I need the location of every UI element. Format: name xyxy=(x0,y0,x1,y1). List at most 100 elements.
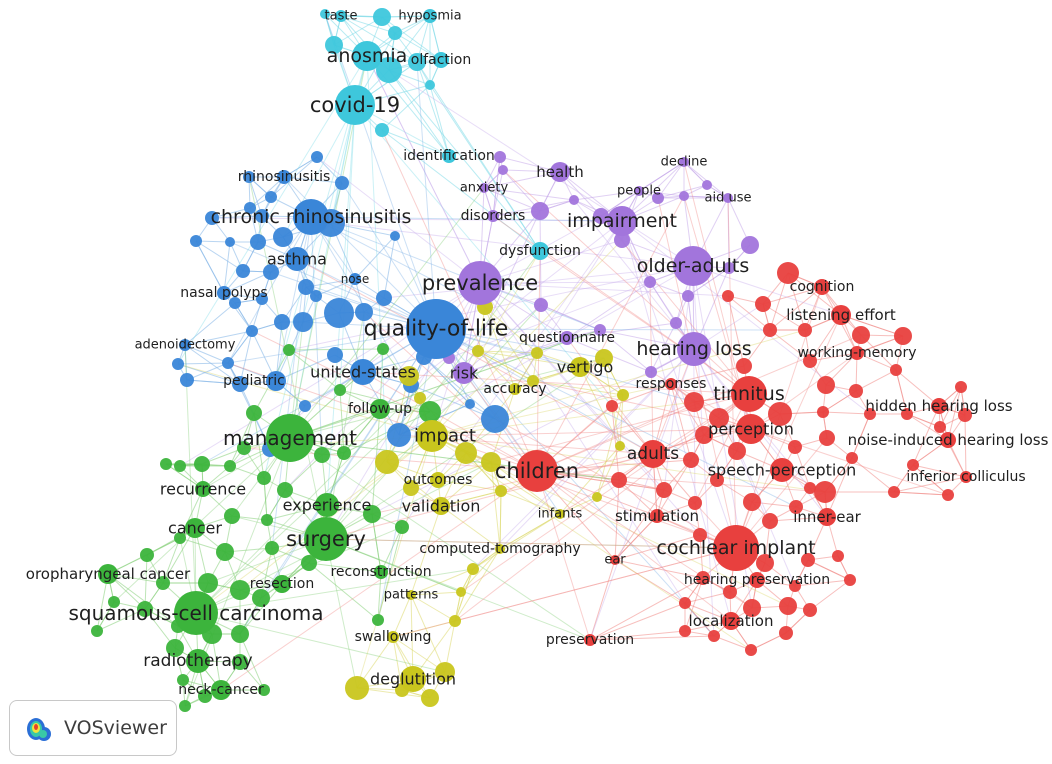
node-olfaction[interactable] xyxy=(433,52,449,68)
node-quality-of-life[interactable] xyxy=(406,299,466,359)
node-resection[interactable] xyxy=(273,575,291,593)
node-localization[interactable] xyxy=(722,612,740,630)
network-node-dot xyxy=(198,689,212,703)
network-edge xyxy=(239,633,265,691)
node-inferior-colliculus[interactable] xyxy=(960,471,972,483)
network-node-dot xyxy=(246,405,262,421)
node-anosmia[interactable] xyxy=(352,41,382,71)
network-node-dot xyxy=(495,485,507,497)
node-chronic-rhinosinusitis[interactable] xyxy=(293,199,329,235)
network-edge xyxy=(289,104,356,439)
node-swallowing[interactable] xyxy=(387,631,399,643)
node-nose[interactable] xyxy=(349,273,361,285)
node-dysfunction[interactable] xyxy=(531,242,549,260)
node-ear[interactable] xyxy=(610,555,620,565)
node-pediatric[interactable] xyxy=(266,371,286,391)
node-adults[interactable] xyxy=(639,440,667,468)
node-listening-effort[interactable] xyxy=(831,305,851,325)
node-oropharyngeal-cancer[interactable] xyxy=(98,564,118,584)
network-node-dot xyxy=(679,191,689,201)
node-deglutition[interactable] xyxy=(400,666,426,692)
network-edge xyxy=(423,356,471,405)
network-edge xyxy=(392,620,456,638)
node-hyposmia[interactable] xyxy=(423,9,437,23)
node-identification[interactable] xyxy=(442,149,456,163)
node-nasal-polyps[interactable] xyxy=(217,286,231,300)
node-hearing-preservation[interactable] xyxy=(749,572,765,588)
network-edge xyxy=(463,304,542,374)
node-impact[interactable] xyxy=(416,420,448,452)
node-cognition[interactable] xyxy=(814,279,830,295)
node-accuracy[interactable] xyxy=(509,383,521,395)
node-experience[interactable] xyxy=(315,493,339,517)
vosviewer-heatmap-icon xyxy=(27,718,51,741)
node-impairment[interactable] xyxy=(607,206,637,236)
network-node-dot xyxy=(819,430,835,446)
node-noise-induced-hearing-loss[interactable] xyxy=(940,432,956,448)
network-node-dot xyxy=(709,408,729,428)
node-squamous-cell-carcinoma[interactable] xyxy=(174,591,218,635)
node-people[interactable] xyxy=(634,186,644,196)
node-cochlear-implant[interactable] xyxy=(713,525,759,571)
network-edge xyxy=(687,267,730,297)
node-responses[interactable] xyxy=(665,378,677,390)
node-neck-cancer[interactable] xyxy=(211,680,231,700)
node-aid-use[interactable] xyxy=(723,193,733,203)
network-node-dot xyxy=(606,400,618,412)
network-edge xyxy=(366,55,481,284)
node-risk[interactable] xyxy=(453,362,475,384)
network-node-dot xyxy=(252,589,270,607)
network-edge xyxy=(162,537,181,584)
node-patterns[interactable] xyxy=(406,590,416,600)
node-disorders[interactable] xyxy=(487,210,499,222)
network-node-dot xyxy=(355,303,373,321)
node-hearing-loss[interactable] xyxy=(677,332,711,366)
network-node-dot xyxy=(901,408,913,420)
node-hidden-hearing-loss[interactable] xyxy=(931,398,947,414)
node-vertigo[interactable] xyxy=(570,357,590,377)
node-anxiety[interactable] xyxy=(479,183,489,193)
node-questionnaire[interactable] xyxy=(560,331,574,345)
node-children[interactable] xyxy=(516,450,558,492)
node-follow-up[interactable] xyxy=(370,399,390,419)
node-radiotherapy[interactable] xyxy=(186,649,210,673)
node-adenoidectomy[interactable] xyxy=(179,339,191,351)
network-node-dot xyxy=(263,264,279,280)
node-asthma[interactable] xyxy=(285,247,309,271)
node-validation[interactable] xyxy=(432,497,450,515)
node-speech-perception[interactable] xyxy=(770,458,794,482)
node-management[interactable] xyxy=(266,414,314,462)
network-node-dot xyxy=(670,317,682,329)
node-stimulation[interactable] xyxy=(650,509,664,523)
node-inner-ear[interactable] xyxy=(818,508,836,526)
network-edge xyxy=(440,461,492,507)
node-infants[interactable] xyxy=(555,509,565,519)
node-computed-tomography[interactable] xyxy=(495,544,505,554)
node-cancer[interactable] xyxy=(185,518,205,538)
network-node-dot xyxy=(595,349,613,367)
node-reconstruction[interactable] xyxy=(374,565,388,579)
node-perception[interactable] xyxy=(736,414,766,444)
node-prevalence[interactable] xyxy=(458,261,502,305)
node-outcomes[interactable] xyxy=(430,472,446,488)
node-working-memory[interactable] xyxy=(850,346,864,360)
node-preservation[interactable] xyxy=(584,634,596,646)
network-node-dot xyxy=(801,553,815,567)
label-chronic-rhinosinusitis: chronic rhinosinusitis xyxy=(211,206,412,228)
label-identification: identification xyxy=(403,148,495,164)
node-taste[interactable] xyxy=(335,10,347,22)
node-covid-19[interactable] xyxy=(335,85,375,125)
node-recurrence[interactable] xyxy=(195,481,211,497)
network-node-dot xyxy=(755,296,771,312)
node-older-adults[interactable] xyxy=(673,246,713,286)
network-edge xyxy=(826,457,853,518)
network-edge xyxy=(500,490,561,515)
node-tinnitus[interactable] xyxy=(731,376,767,412)
node-surgery[interactable] xyxy=(304,517,348,561)
network-edge xyxy=(596,394,624,498)
node-decline[interactable] xyxy=(679,157,689,167)
network-edge xyxy=(211,217,623,222)
node-health[interactable] xyxy=(550,162,570,182)
node-united-states[interactable] xyxy=(350,359,376,385)
node-rhinosinusitis[interactable] xyxy=(277,170,291,184)
